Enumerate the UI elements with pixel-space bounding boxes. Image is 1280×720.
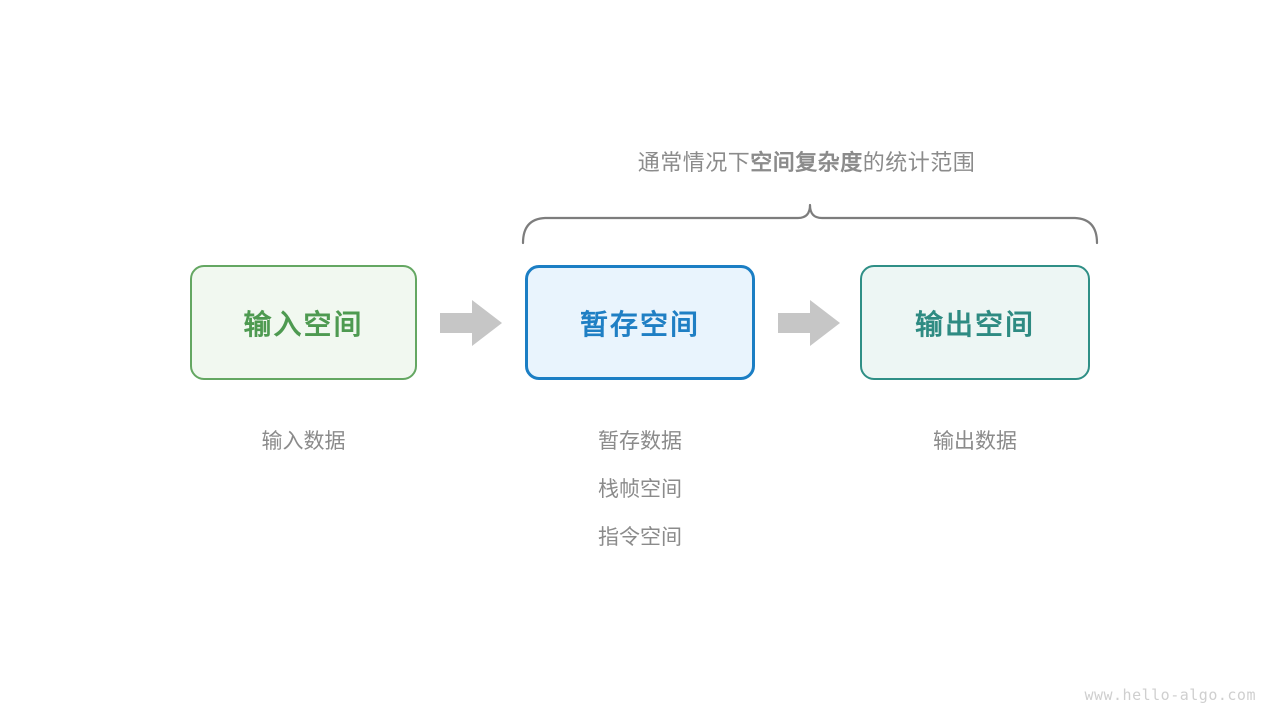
box-output-space-label: 输出空间 — [914, 308, 1035, 340]
caption-item: 栈帧空间 — [598, 478, 682, 501]
caption-list-input: 输入数据 — [190, 418, 417, 466]
brace-caption-suffix: 的统计范围 — [862, 150, 976, 175]
caption-item: 输出数据 — [933, 430, 1017, 453]
caption-item: 指令空间 — [598, 526, 682, 549]
brace-caption: 通常情况下空间复杂度的统计范围 — [523, 145, 1090, 177]
caption-item: 暂存数据 — [598, 430, 682, 453]
brace-caption-emphasis: 空间复杂度 — [750, 150, 863, 175]
caption-list-output: 输出数据 — [860, 418, 1090, 466]
caption-list-temp: 暂存数据 栈帧空间 指令空间 — [525, 418, 755, 562]
watermark: www.hello-algo.com — [1084, 686, 1256, 704]
arrow-right-icon — [440, 300, 502, 346]
arrow-right-icon — [778, 300, 840, 346]
brace-caption-prefix: 通常情况下 — [637, 150, 751, 175]
box-output-space: 输出空间 — [860, 265, 1090, 380]
curly-brace-icon — [521, 203, 1099, 245]
caption-item: 输入数据 — [261, 430, 346, 453]
box-temp-space: 暂存空间 — [525, 265, 755, 380]
box-input-space: 输入空间 — [190, 265, 417, 380]
box-input-space-label: 输入空间 — [243, 308, 364, 340]
box-temp-space-label: 暂存空间 — [579, 308, 700, 340]
